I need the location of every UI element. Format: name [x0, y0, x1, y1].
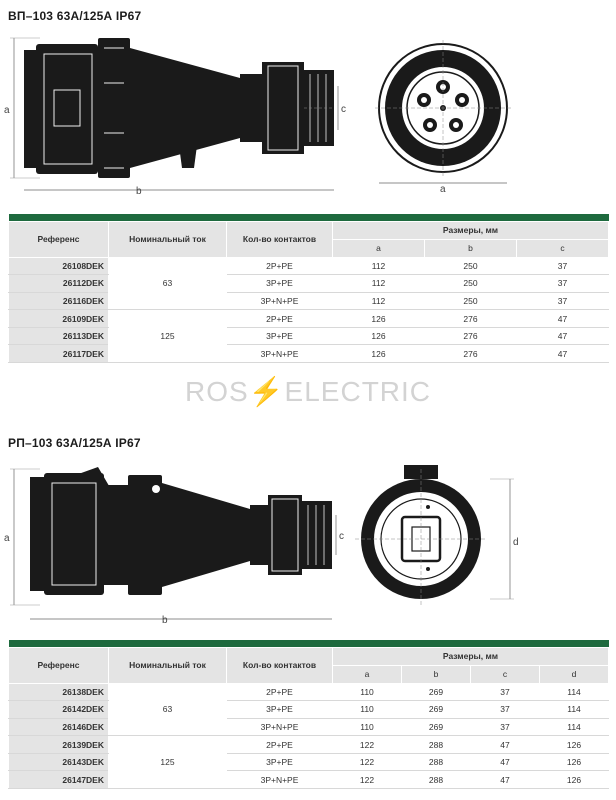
header-ref: Референс — [8, 220, 109, 258]
header-dim-a: a — [332, 239, 425, 258]
table-row: 26109DEK 125 2P+PE 126 276 47 — [8, 309, 609, 364]
header-current: Номинальный ток — [108, 220, 227, 258]
table-row: 26108DEK 63 2P+PE 112 250 37 — [8, 256, 609, 311]
header-contacts: Кол-во контактов — [226, 220, 333, 258]
header-dim-c: c — [516, 239, 609, 258]
svg-text:b: b — [162, 615, 168, 625]
table-row: 26142DEK 3P+PE 110 269 37 114 — [8, 700, 609, 719]
table-row: 26139DEK 125 2P+PE 122 288 47 126 — [8, 735, 609, 790]
current-group: 63 — [108, 682, 227, 737]
svg-text:a: a — [4, 533, 10, 544]
watermark-logo: ROS⚡ELECTRIC — [184, 376, 432, 407]
current-group: 125 — [108, 309, 227, 364]
current-group: 125 — [108, 735, 227, 790]
socket-side-drawing: a c b d — [4, 465, 519, 625]
dim-label-c: c — [341, 104, 346, 115]
dim-label-d: d — [513, 537, 519, 548]
table-row: 26116DEK 3P+N+PE 112 250 37 — [8, 291, 609, 311]
dim-label-b: b — [136, 186, 142, 197]
header-dims: Размеры, мм — [332, 220, 609, 240]
dim-label-a: a — [4, 105, 10, 116]
table-row: 26143DEK 3P+PE 122 288 47 126 — [8, 752, 609, 772]
section-title-plug: ВП–103 63А/125А IP67 — [8, 9, 142, 23]
section-title-socket: РП–103 63А/125А IP67 — [8, 436, 141, 450]
table-row: 26113DEK 3P+PE 126 276 47 — [8, 326, 609, 346]
plug-side-drawing: a c b a — [4, 37, 511, 197]
plug-spec-table: Референс Номинальный ток Кол-во контакто… — [8, 214, 609, 364]
table-row: 26146DEK 3P+N+PE 110 269 37 114 — [8, 717, 609, 737]
header-dim-b: b — [424, 239, 517, 258]
svg-text:c: c — [339, 531, 344, 542]
socket-spec-table: Референс Номинальный ток Кол-во контакто… — [8, 640, 609, 790]
table-row: 26147DEK 3P+N+PE 122 288 47 126 — [8, 770, 609, 790]
current-group: 63 — [108, 256, 227, 311]
table-row: 26138DEK 63 2P+PE 110 269 37 114 — [8, 682, 609, 737]
bolt-icon: ⚡ — [248, 376, 285, 407]
table-row: 26117DEK 3P+N+PE 126 276 47 — [8, 344, 609, 364]
table-row: 26112DEK 3P+PE 112 250 37 — [8, 274, 609, 293]
dim-label-front-a: a — [440, 184, 446, 195]
